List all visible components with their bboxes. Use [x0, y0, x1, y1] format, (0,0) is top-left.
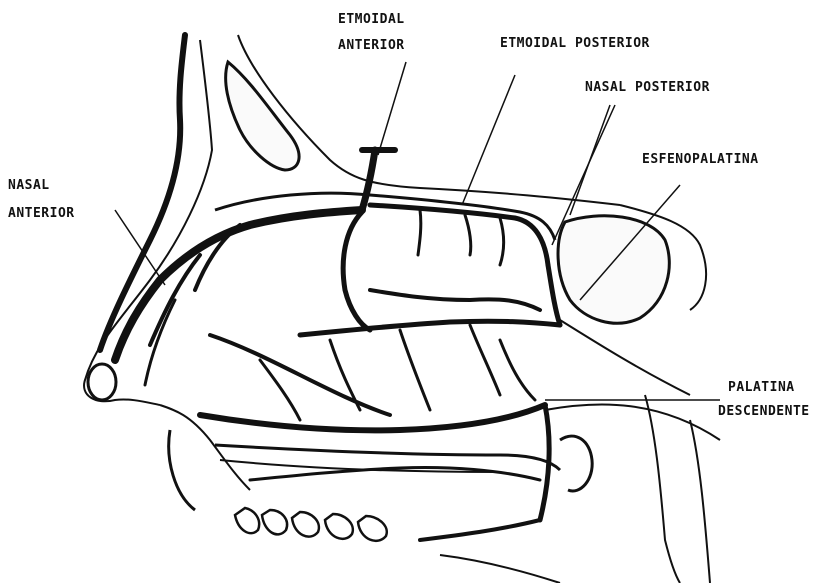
label-esfenopalatina: ESFENOPALATINA: [642, 152, 759, 168]
label-palatina: PALATINA: [728, 380, 795, 396]
frontal-sinus: [226, 62, 299, 170]
label-etmoidal-anterior-2: ANTERIOR: [338, 38, 405, 54]
label-etmoidal-posterior: ETMOIDAL POSTERIOR: [500, 36, 650, 52]
hard-palate: [215, 445, 560, 470]
teeth: [235, 508, 387, 541]
nostril: [88, 364, 116, 400]
label-nasal-anterior-2: ANTERIOR: [8, 206, 75, 222]
label-nasal-anterior-1: NASAL: [8, 178, 50, 194]
sphenoid-sinus: [558, 216, 669, 323]
label-descendente: DESCENDENTE: [718, 404, 810, 420]
leader-etmoidal-posterior: [462, 75, 515, 205]
palate-inner: [220, 460, 500, 472]
upper-lip: [169, 430, 195, 510]
soft-palate: [560, 436, 592, 491]
label-etmoidal-anterior-1: ETMOIDAL: [338, 12, 405, 28]
leader-etmoidal-anterior: [378, 62, 406, 155]
label-nasal-posterior: NASAL POSTERIOR: [585, 80, 710, 96]
